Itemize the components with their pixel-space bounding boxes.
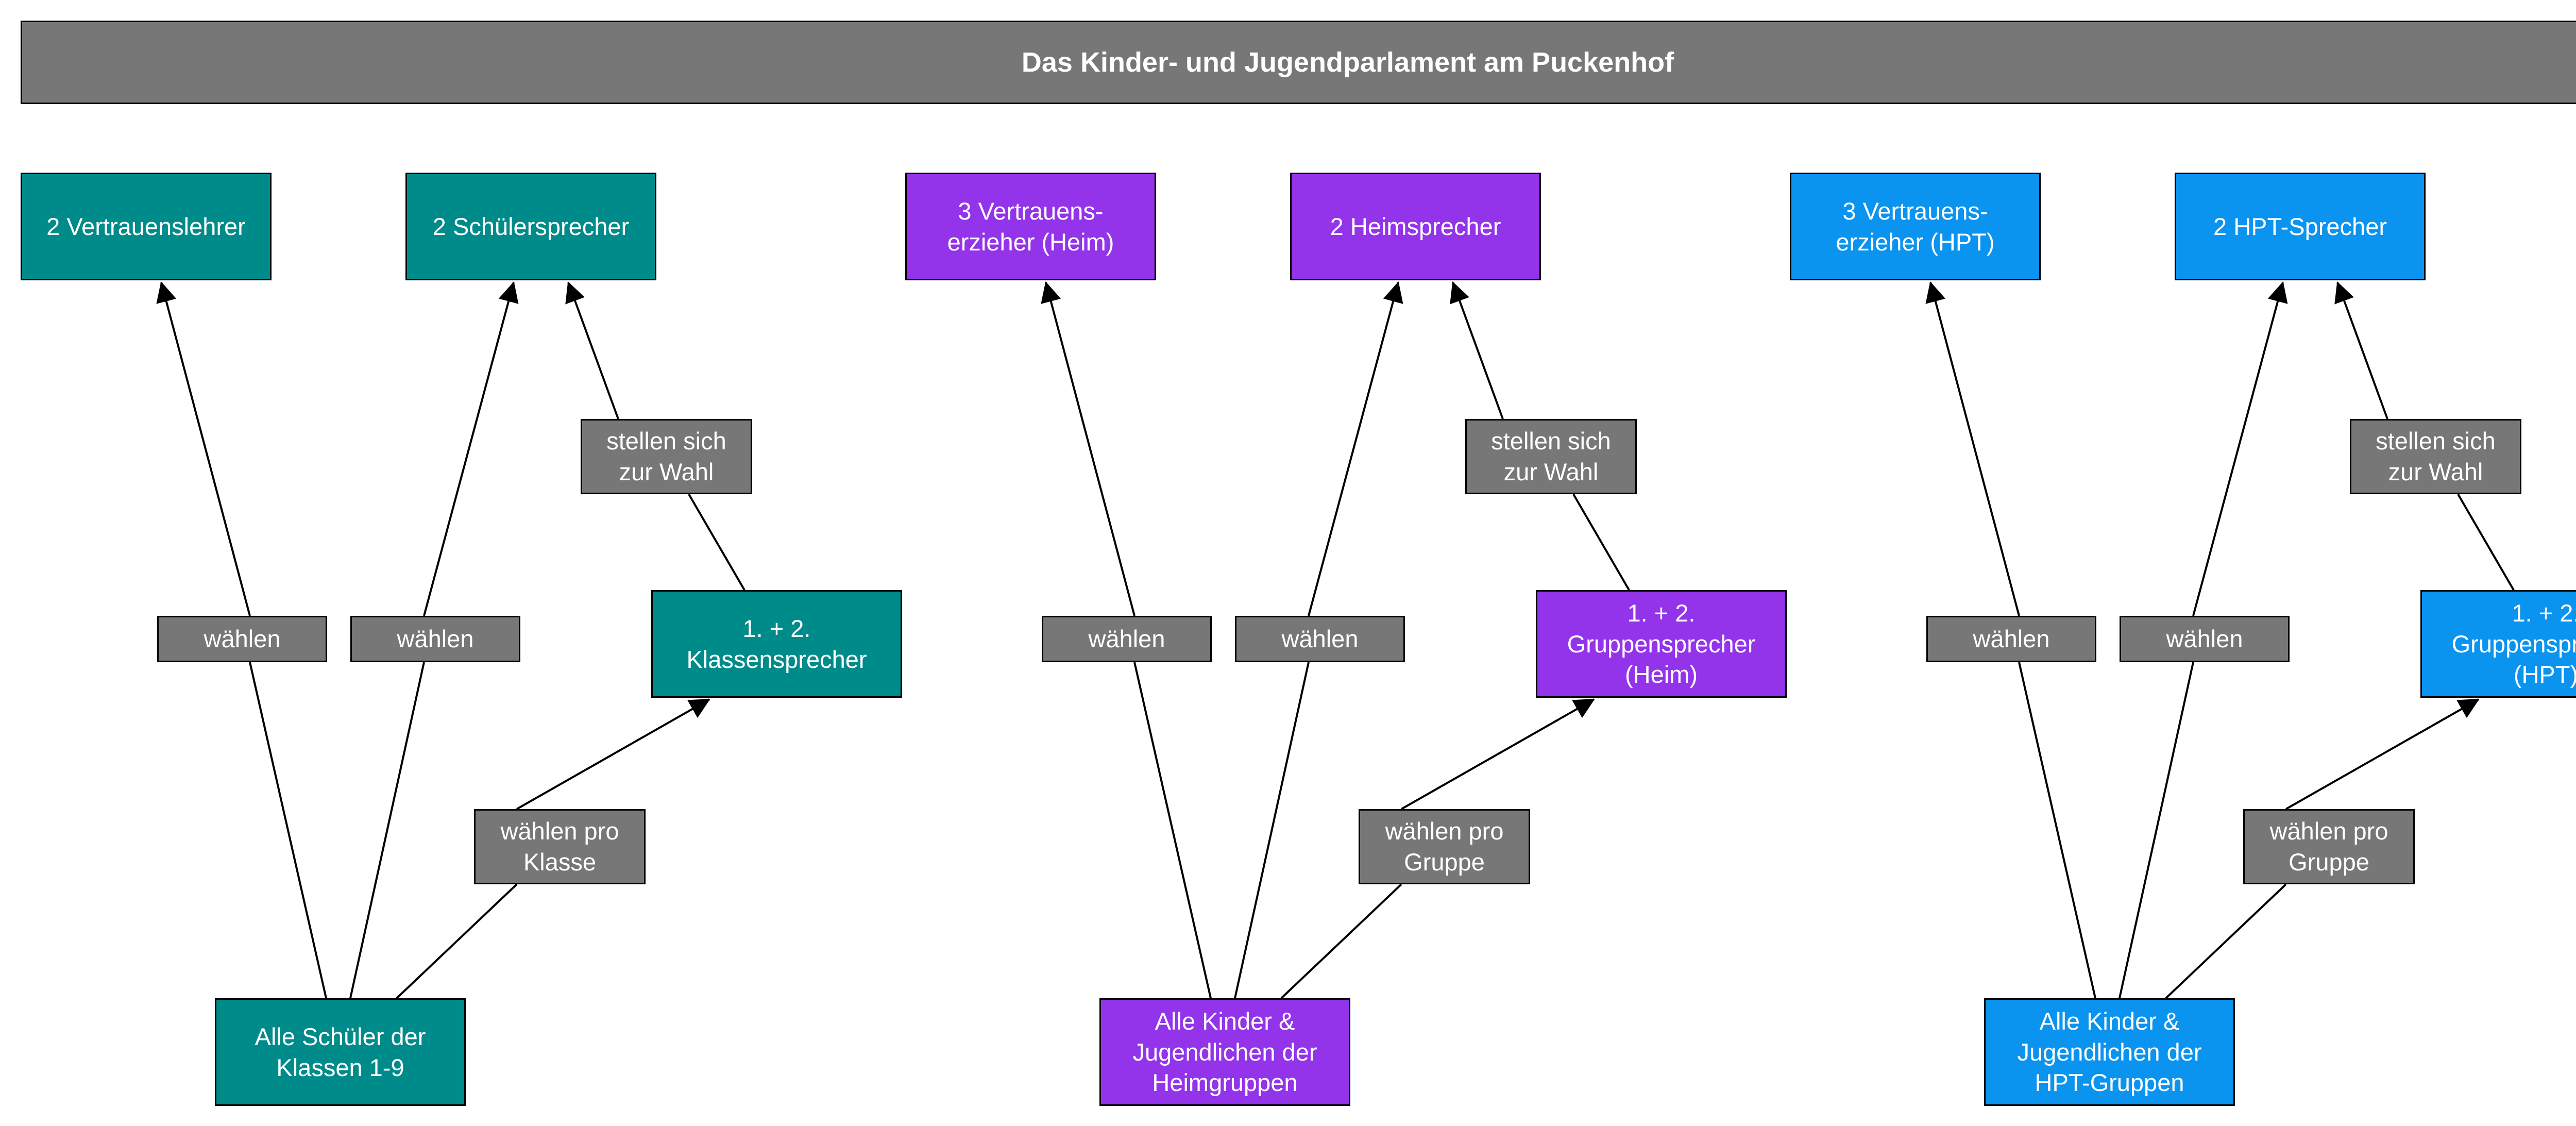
top-left-node-1: 2 Vertrauenslehrer <box>21 173 272 280</box>
line-bottom-to-vote-left-3 <box>2018 662 2096 999</box>
line-mid-to-stand-2 <box>1572 493 1630 591</box>
arrow-to-top-right-3 <box>2192 281 2288 616</box>
vote-label-left-1: wählen <box>157 616 327 662</box>
stand-for-election-label-2: stellen sich zur Wahl <box>1465 419 1637 494</box>
arrow-to-top-right-from-stand-3 <box>2334 281 2388 419</box>
arrow-to-top-right-1 <box>423 281 519 616</box>
electorate-node-3: Alle Kinder & Jugendlichen der HPT-Grupp… <box>1984 998 2235 1106</box>
class-speaker-node-2: 1. + 2. Gruppensprecher (Heim) <box>1536 590 1787 698</box>
vote-label-right-2: wählen <box>1235 616 1405 662</box>
top-left-node-3: 3 Vertrauens- erzieher (HPT) <box>1790 173 2041 280</box>
top-right-node-3: 2 HPT-Sprecher <box>2175 173 2426 280</box>
vote-label-right-1: wählen <box>350 616 520 662</box>
top-right-node-2: 2 Heimsprecher <box>1290 173 1541 280</box>
arrow-to-mid-3 <box>2285 698 2480 810</box>
top-left-node-2: 3 Vertrauens- erzieher (Heim) <box>905 173 1156 280</box>
line-bottom-to-vote-right-3 <box>2119 662 2194 999</box>
electorate-node-1: Alle Schüler der Klassen 1-9 <box>215 998 466 1106</box>
line-bottom-to-elect-per-1 <box>396 883 518 999</box>
class-speaker-node-1: 1. + 2. Klassensprecher <box>651 590 902 698</box>
arrow-to-top-left-2 <box>1041 281 1136 616</box>
arrow-to-mid-1 <box>516 698 710 810</box>
line-bottom-to-vote-right-2 <box>1234 662 1310 999</box>
stand-for-election-label-1: stellen sich zur Wahl <box>581 419 752 494</box>
line-bottom-to-vote-right-1 <box>349 662 425 999</box>
top-right-node-1: 2 Schülersprecher <box>405 173 656 280</box>
line-bottom-to-vote-left-2 <box>1133 662 1212 999</box>
vote-label-right-3: wählen <box>2120 616 2290 662</box>
arrow-to-top-right-2 <box>1308 281 1403 616</box>
elect-per-group-label-1: wählen pro Klasse <box>474 809 646 884</box>
line-bottom-to-vote-left-1 <box>249 662 327 999</box>
line-mid-to-stand-1 <box>688 493 745 591</box>
vote-label-left-3: wählen <box>1926 616 2096 662</box>
diagram-title: Das Kinder- und Jugendparlament am Pucke… <box>21 21 2576 104</box>
class-speaker-node-3: 1. + 2. Gruppensprecher (HPT) <box>2420 590 2576 698</box>
vote-label-left-2: wählen <box>1042 616 1212 662</box>
arrow-to-top-left-3 <box>1925 281 2020 616</box>
arrow-to-top-left-1 <box>156 281 251 616</box>
electorate-node-2: Alle Kinder & Jugendlichen der Heimgrupp… <box>1099 998 1350 1106</box>
line-bottom-to-elect-per-2 <box>1280 883 1402 999</box>
arrow-to-mid-2 <box>1401 698 1595 810</box>
stand-for-election-label-3: stellen sich zur Wahl <box>2350 419 2521 494</box>
line-mid-to-stand-3 <box>2457 493 2515 591</box>
arrow-to-top-right-from-stand-2 <box>1450 281 1504 419</box>
elect-per-group-label-2: wählen pro Gruppe <box>1359 809 1530 884</box>
arrow-to-top-right-from-stand-1 <box>565 281 619 419</box>
elect-per-group-label-3: wählen pro Gruppe <box>2243 809 2415 884</box>
line-bottom-to-elect-per-3 <box>2165 883 2287 999</box>
